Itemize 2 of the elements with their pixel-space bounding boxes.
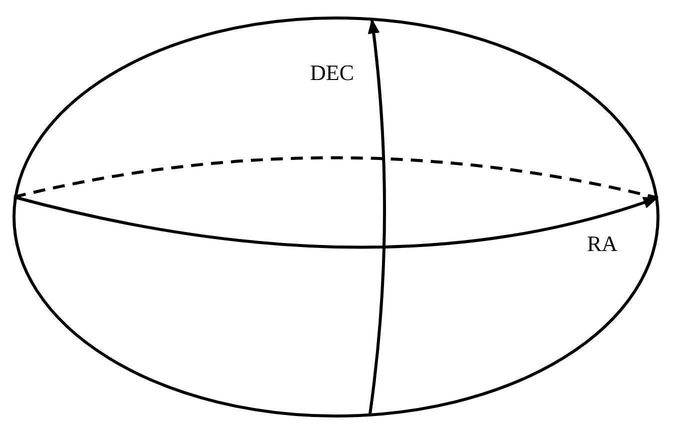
axis-label: DEC xyxy=(310,62,354,84)
axis-label: RA xyxy=(587,233,618,255)
